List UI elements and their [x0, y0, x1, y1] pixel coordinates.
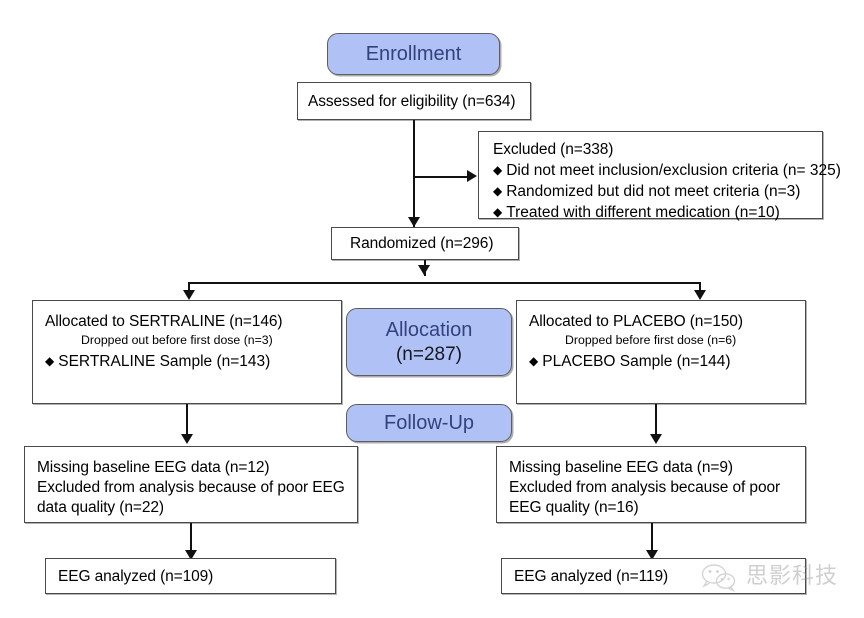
- node-followup-sertraline-line1: Missing baseline EEG data (n=12): [37, 459, 270, 476]
- arrowhead-analyzed-right: [645, 550, 658, 560]
- bullet-icon: ◆: [45, 354, 55, 368]
- node-allocated-placebo-note: Dropped before first dose (n=6): [565, 333, 737, 347]
- node-followup-sertraline-line2: Excluded from analysis because of poor E…: [37, 479, 345, 516]
- stage-badge-allocation-count: (n=287): [395, 343, 463, 365]
- node-allocated-sertraline-heading: Allocated to SERTRALINE (n=146): [45, 313, 283, 330]
- node-excluded-item-2: ◆Randomized but did not meet criteria (n…: [493, 181, 814, 202]
- bullet-icon: ◆: [493, 205, 503, 219]
- node-allocated-placebo-bullet-text: PLACEBO Sample (n=144): [542, 353, 731, 370]
- arrowhead-followup-left: [180, 434, 193, 444]
- node-eeg-analyzed-sertraline-text: EEG analyzed (n=109): [58, 568, 214, 585]
- connector-followup-right-to-analyzed: [651, 523, 653, 558]
- node-allocated-sertraline: Allocated to SERTRALINE (n=146) Dropped …: [32, 300, 342, 404]
- connector-split-horizontal: [188, 282, 700, 284]
- stage-badge-follow-up: Follow-Up: [346, 404, 512, 442]
- node-eeg-analyzed-placebo-text: EEG analyzed (n=119): [514, 568, 669, 585]
- arrowhead-to-excluded: [467, 170, 477, 182]
- node-excluded-item-3-text: Treated with different medication (n=10): [506, 204, 780, 221]
- stage-badge-enrollment: Enrollment: [327, 33, 500, 75]
- stage-badge-allocation-label: Allocation: [385, 318, 473, 341]
- node-allocated-sertraline-bullet: ◆SERTRALINE Sample (n=143): [45, 348, 333, 372]
- arrowhead-analyzed-left: [184, 550, 197, 560]
- connector-alloc-left-to-followup: [186, 404, 188, 442]
- node-excluded: Excluded (n=338) ◆Did not meet inclusion…: [478, 131, 841, 221]
- stage-badge-allocation: Allocation (n=287): [346, 308, 512, 376]
- arrowhead-to-randomized: [407, 217, 420, 227]
- connector-alloc-right-to-followup: [655, 404, 657, 442]
- connector-assessed-to-randomized: [413, 120, 415, 227]
- node-excluded-item-1-text: Did not meet inclusion/exclusion criteri…: [506, 162, 841, 179]
- connector-followup-left-to-analyzed: [190, 523, 192, 558]
- node-randomized: Randomized (n=296): [331, 227, 519, 260]
- node-assessed-for-eligibility: Assessed for eligibility (n=634): [297, 82, 531, 120]
- node-assessed-text: Assessed for eligibility (n=634): [308, 93, 516, 110]
- arrowhead-to-alloc-right: [693, 290, 706, 300]
- node-allocated-sertraline-note: Dropped out before first dose (n=3): [81, 333, 273, 347]
- bullet-icon: ◆: [493, 184, 503, 198]
- node-allocated-placebo: Allocated to PLACEBO (n=150) Dropped bef…: [516, 300, 806, 404]
- node-excluded-item-3: ◆Treated with different medication (n=10…: [493, 202, 814, 223]
- bullet-icon: ◆: [529, 354, 539, 368]
- node-followup-placebo: Missing baseline EEG data (n=9) Excluded…: [496, 446, 806, 523]
- connector-split-left-drop: [188, 282, 190, 296]
- arrowhead-to-alloc-left: [182, 290, 195, 300]
- node-allocated-sertraline-bullet-text: SERTRALINE Sample (n=143): [58, 353, 271, 370]
- arrowhead-randomized-stem: [418, 265, 430, 275]
- node-followup-sertraline: Missing baseline EEG data (n=12) Exclude…: [24, 446, 358, 523]
- connector-split-right-drop: [699, 282, 701, 296]
- node-eeg-analyzed-sertraline: EEG analyzed (n=109): [45, 558, 336, 594]
- node-followup-placebo-line2: Excluded from analysis because of poor E…: [509, 479, 781, 516]
- node-excluded-item-2-text: Randomized but did not meet criteria (n=…: [506, 183, 801, 200]
- node-eeg-analyzed-placebo: EEG analyzed (n=119): [501, 558, 806, 594]
- stage-badge-enrollment-label: Enrollment: [365, 42, 462, 65]
- node-allocated-placebo-bullet: ◆PLACEBO Sample (n=144): [529, 348, 797, 372]
- bullet-icon: ◆: [493, 163, 503, 177]
- node-randomized-text: Randomized (n=296): [350, 235, 494, 252]
- arrowhead-followup-right: [649, 434, 662, 444]
- connector-to-excluded: [413, 176, 469, 178]
- node-excluded-heading: Excluded (n=338): [493, 141, 614, 158]
- node-followup-placebo-line1: Missing baseline EEG data (n=9): [509, 459, 733, 476]
- node-allocated-placebo-heading: Allocated to PLACEBO (n=150): [529, 313, 743, 330]
- node-excluded-item-1: ◆Did not meet inclusion/exclusion criter…: [493, 160, 841, 181]
- stage-badge-follow-up-label: Follow-Up: [383, 411, 475, 434]
